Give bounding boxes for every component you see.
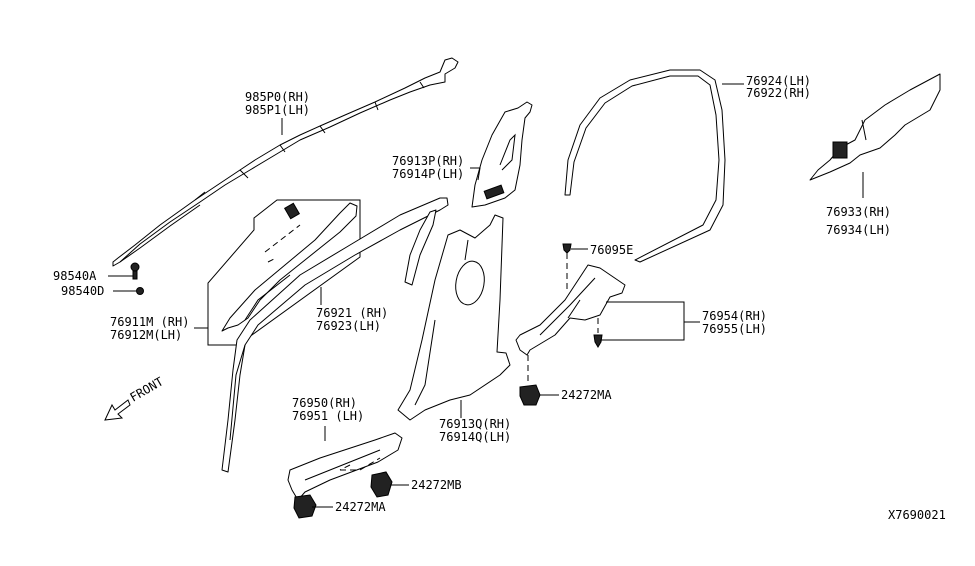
label-76955[interactable]: 76955(LH) <box>702 322 767 336</box>
clip-24272ma-left-part[interactable] <box>293 494 317 519</box>
label-76954[interactable]: 76954(RH) <box>702 309 767 323</box>
clip-24272ma-right-part[interactable] <box>519 355 541 406</box>
clip-76095e-part[interactable] <box>562 243 572 290</box>
label-24272MA-left[interactable]: 24272MA <box>335 500 386 514</box>
label-76923[interactable]: 76923(LH) <box>316 319 381 333</box>
front-pillar-garnish-part[interactable] <box>207 199 361 346</box>
label-76911M[interactable]: 76911M (RH) <box>110 315 189 329</box>
label-985P0[interactable]: 985P0(RH) <box>245 90 310 104</box>
rear-pillar-trim-part[interactable] <box>809 73 941 181</box>
clip-24272mb-part[interactable] <box>370 471 393 498</box>
label-76922[interactable]: 76922(RH) <box>746 86 811 100</box>
front-arrow-icon <box>104 399 131 421</box>
label-76913P[interactable]: 76913P(RH) <box>392 154 464 168</box>
clip-rear-kicking-plate-part[interactable] <box>593 318 603 348</box>
label-76950[interactable]: 76950(RH) <box>292 396 357 410</box>
center-pillar-lower-part[interactable] <box>397 214 511 421</box>
rear-weatherstrip-part[interactable] <box>564 69 726 263</box>
center-pillar-upper-part[interactable] <box>471 101 533 208</box>
label-98540A[interactable]: 98540A <box>53 269 97 283</box>
label-76914Q[interactable]: 76914Q(LH) <box>439 430 511 444</box>
bolt-98540a-part[interactable] <box>130 262 140 280</box>
label-76933[interactable]: 76933(RH) <box>826 205 891 219</box>
curtain-airbag-part[interactable] <box>112 57 459 267</box>
label-76913Q[interactable]: 76913Q(RH) <box>439 417 511 431</box>
front-direction-indicator: FRONT <box>104 374 166 421</box>
rear-kicking-plate-part[interactable] <box>515 264 626 356</box>
label-76934[interactable]: 76934(LH) <box>826 223 891 237</box>
label-985P1[interactable]: 985P1(LH) <box>245 103 310 117</box>
label-76921[interactable]: 76921 (RH) <box>316 306 388 320</box>
label-24272MB[interactable]: 24272MB <box>411 478 462 492</box>
leader-lines <box>108 83 864 508</box>
front-label: FRONT <box>128 374 166 404</box>
label-98540D[interactable]: 98540D <box>61 284 104 298</box>
label-76951[interactable]: 76951 (LH) <box>292 409 364 423</box>
part-labels: 985P0(RH) 985P1(LH) 76913P(RH) 76914P(LH… <box>53 74 946 522</box>
nut-98540d-part[interactable] <box>136 287 144 295</box>
label-24272MA-right[interactable]: 24272MA <box>561 388 612 402</box>
label-76095E[interactable]: 76095E <box>590 243 633 257</box>
label-76914P[interactable]: 76914P(LH) <box>392 167 464 181</box>
front-weatherstrip-part[interactable] <box>221 197 449 473</box>
label-76912M[interactable]: 76912M(LH) <box>110 328 182 342</box>
label-76924[interactable]: 76924(LH) <box>746 74 811 88</box>
diagram-code: X7690021 <box>888 508 946 522</box>
